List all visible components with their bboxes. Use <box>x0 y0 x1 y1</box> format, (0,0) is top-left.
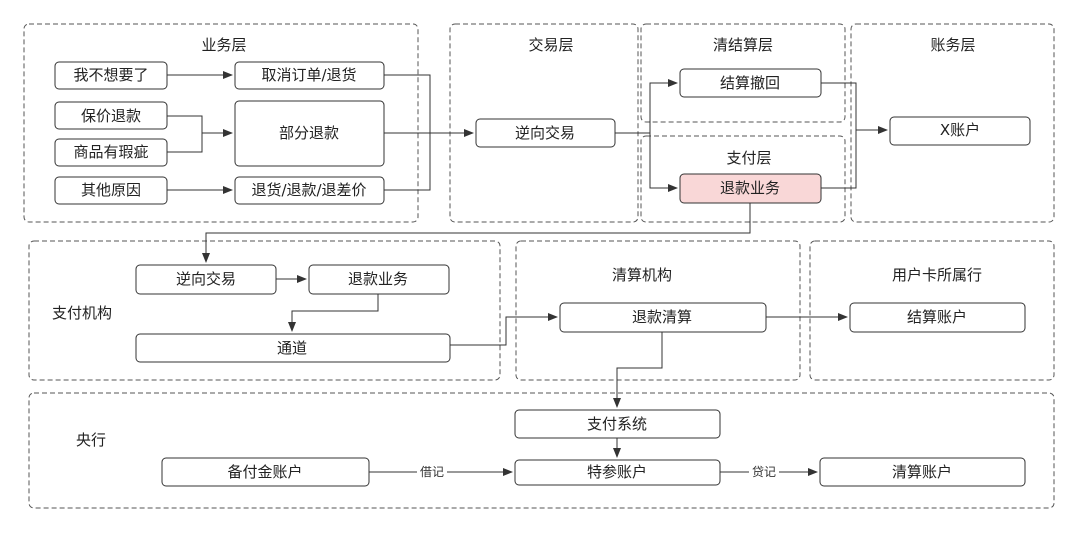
node-partial-refund: 部分退款 <box>234 100 385 167</box>
edge-label-debit: 借记 <box>417 464 447 480</box>
group-clearing-layer-title: 清结算层 <box>713 36 773 54</box>
node-reserve-account-label: 备付金账户 <box>227 463 302 481</box>
node-clearing-account: 清算账户 <box>819 457 1026 487</box>
group-trade-layer: 交易层 <box>449 23 639 223</box>
group-accounting-layer: 账务层 <box>850 23 1055 223</box>
node-defect-label: 商品有瑕疵 <box>73 143 148 161</box>
node-refund-clearing-label: 退款清算 <box>632 308 692 326</box>
group-business-layer: 业务层 <box>23 23 419 223</box>
node-special-account: 特参账户 <box>514 459 721 486</box>
node-refund-business: 退款业务 <box>679 173 822 204</box>
group-trade-layer-title: 交易层 <box>528 36 573 54</box>
edge-reverse-to-refund-business <box>649 133 678 192</box>
node-payment-system: 支付系统 <box>514 409 721 439</box>
node-channel: 通道 <box>135 333 451 363</box>
node-pi-reverse-trade: 逆向交易 <box>135 264 277 295</box>
node-pi-refund-business-label: 退款业务 <box>348 270 408 288</box>
node-settle-account-label: 结算账户 <box>907 308 967 326</box>
node-clearing-account-label: 清算账户 <box>892 463 952 481</box>
node-price-protect: 保价退款 <box>54 101 168 130</box>
node-pi-reverse-trade-label: 逆向交易 <box>176 270 236 288</box>
node-other-reason: 其他原因 <box>54 176 168 205</box>
node-cancel-return: 取消订单/退货 <box>234 61 385 90</box>
group-business-layer-title: 业务层 <box>201 36 246 54</box>
node-dont-want-label: 我不想要了 <box>73 66 148 84</box>
edge-label-credit: 贷记 <box>749 464 779 480</box>
group-payment-institution: 支付机构 <box>28 240 501 381</box>
group-payment-layer-title: 支付层 <box>726 149 771 167</box>
node-pi-refund-business: 退款业务 <box>308 264 450 295</box>
group-accounting-layer-title: 账务层 <box>930 36 975 54</box>
node-cancel-return-label: 取消订单/退货 <box>261 66 356 84</box>
node-refund-clearing: 退款清算 <box>559 302 767 333</box>
node-return-refund-diff: 退货/退款/退差价 <box>234 176 385 205</box>
node-reverse-trade-label: 逆向交易 <box>515 124 575 142</box>
node-dont-want: 我不想要了 <box>54 61 168 90</box>
group-clearing-org-title: 清算机构 <box>612 266 672 284</box>
node-price-protect-label: 保价退款 <box>81 107 141 125</box>
group-card-bank: 用户卡所属行 <box>809 240 1055 381</box>
node-settle-revoke: 结算撤回 <box>679 68 822 98</box>
node-payment-system-label: 支付系统 <box>587 415 647 433</box>
node-reverse-trade: 逆向交易 <box>475 118 616 148</box>
group-clearing-org: 清算机构 <box>515 240 801 381</box>
node-settle-revoke-label: 结算撤回 <box>720 74 780 92</box>
node-other-reason-label: 其他原因 <box>81 181 141 199</box>
group-payment-layer: 支付层 <box>640 135 846 223</box>
node-return-refund-diff-label: 退货/退款/退差价 <box>251 181 366 199</box>
edge-pi-refund-to-channel <box>288 294 379 332</box>
group-central-bank-title: 央行 <box>76 431 106 449</box>
edge-label-debit-text: 借记 <box>420 465 444 479</box>
node-x-account-label: X账户 <box>940 121 980 139</box>
edge-label-credit-text: 贷记 <box>752 465 776 479</box>
node-channel-label: 通道 <box>277 339 307 357</box>
node-reserve-account: 备付金账户 <box>161 457 370 487</box>
edge-refund-clearing-to-payment-system <box>613 332 663 408</box>
group-card-bank-title: 用户卡所属行 <box>892 266 982 284</box>
node-x-account: X账户 <box>889 116 1031 146</box>
node-refund-business-label: 退款业务 <box>720 179 780 197</box>
edge-refund-to-pi-reverse <box>202 203 751 263</box>
edge-accounting-bracket <box>821 82 857 189</box>
node-settle-account: 结算账户 <box>849 302 1026 333</box>
group-clearing-layer: 清结算层 <box>640 23 846 123</box>
group-central-bank: 央行 <box>28 392 1055 509</box>
edge-reverse-to-settle-revoke <box>615 79 678 134</box>
edge-channel-to-refund-clearing <box>450 313 558 346</box>
node-partial-refund-label: 部分退款 <box>279 124 339 142</box>
edge-price-defect-join <box>167 115 203 153</box>
node-special-account-label: 特参账户 <box>587 463 647 481</box>
node-defect: 商品有瑕疵 <box>54 138 168 167</box>
group-payment-institution-title: 支付机构 <box>52 304 112 322</box>
